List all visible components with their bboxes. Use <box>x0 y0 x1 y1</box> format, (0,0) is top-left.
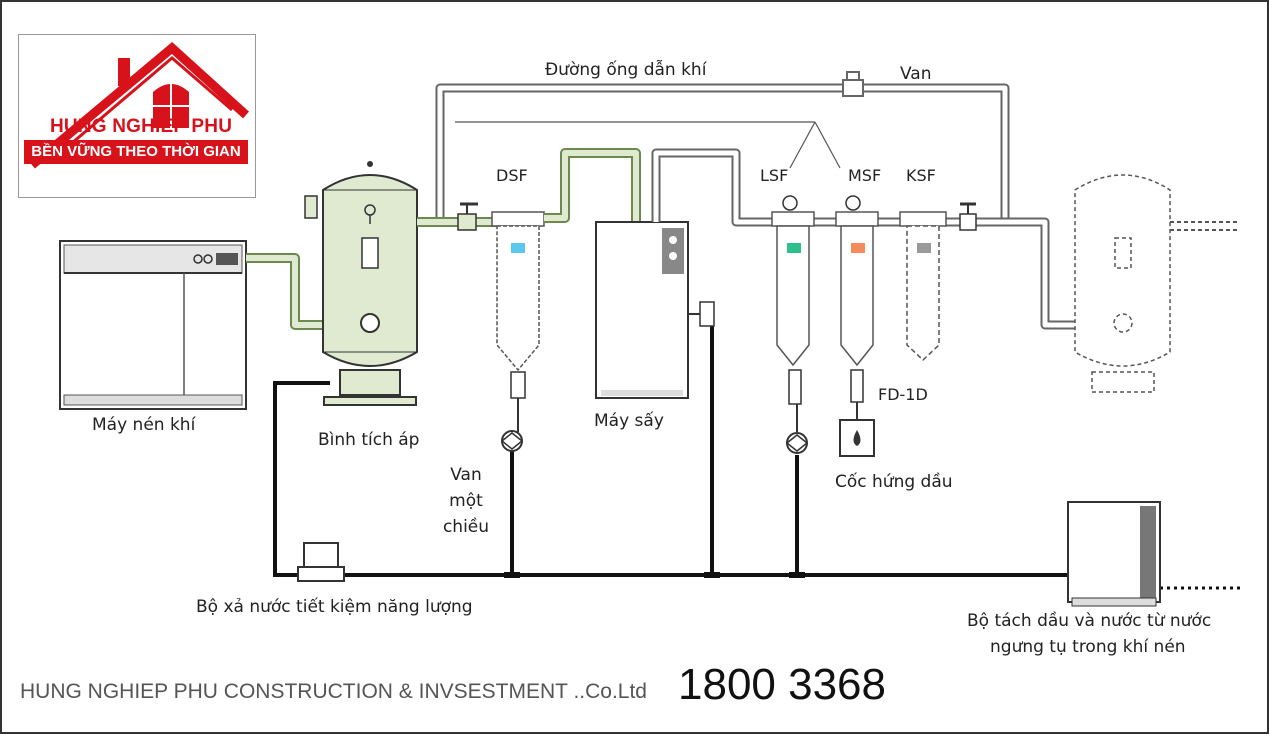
drain-trap <box>297 542 345 582</box>
oil-water-separator <box>1067 501 1161 607</box>
check-valve-1 <box>500 430 524 452</box>
msf-filter <box>835 195 879 420</box>
company-name: HUNG NGHIEP PHU CONSTRUCTION & INVSESTME… <box>20 680 647 703</box>
dsf-label: DSF <box>496 166 528 185</box>
air-dryer <box>595 221 715 399</box>
drain-label: Bộ xả nước tiết kiệm năng lượng <box>196 597 473 617</box>
dsf-filter <box>491 211 545 432</box>
secondary-tank <box>1074 174 1171 393</box>
valve-label: Van <box>900 64 932 84</box>
bypass-valve <box>842 71 864 97</box>
lsf-filter <box>771 195 815 432</box>
bypass-pipe <box>435 83 1010 220</box>
lsf-label: LSF <box>760 166 789 185</box>
oil-cup <box>839 419 875 457</box>
outlet-valve <box>959 202 977 231</box>
drain-line <box>273 325 1068 577</box>
pipe-label: Đường ống dẫn khí <box>545 60 707 80</box>
logo-house-icon <box>29 42 250 169</box>
logo-frame <box>18 34 256 198</box>
ksf-filter <box>899 211 947 362</box>
compressor-label: Máy nén khí <box>92 415 196 435</box>
tank-label: Bình tích áp <box>318 430 420 450</box>
fd-label: FD-1D <box>878 385 928 404</box>
compressor-outlet-pipe <box>246 253 330 330</box>
ksf-label: KSF <box>906 166 936 185</box>
oil-cup-label: Cốc hứng dầu <box>835 472 953 492</box>
check-valve-label-line3: chiều <box>442 517 490 537</box>
air-compressor <box>59 240 247 410</box>
separator-label-line2: ngưng tụ trong khí nén <box>990 637 1186 657</box>
brand-slogan: BỀN VỮNG THEO THỜI GIAN <box>24 140 248 164</box>
check-valve-label-line2: một <box>449 491 483 511</box>
check-valve-label-line1: Van <box>450 465 482 485</box>
right-tank-inlet-pipe <box>1030 217 1075 330</box>
tank-valve <box>457 202 478 231</box>
dryer-label: Máy sấy <box>594 411 664 431</box>
receiver-tank <box>304 161 418 406</box>
check-valve-2 <box>785 432 809 454</box>
dsf-to-dryer-pipe <box>544 148 641 223</box>
msf-label: MSF <box>848 166 882 185</box>
brand-name: HUNG NGHIEP PHU <box>50 116 233 137</box>
separator-label-line1: Bộ tách dầu và nước từ nước <box>967 611 1212 631</box>
hotline-number: 1800 3368 <box>678 660 886 709</box>
